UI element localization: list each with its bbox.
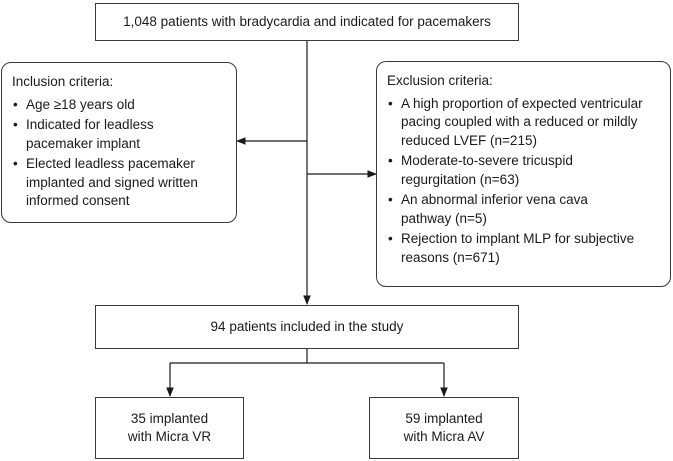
exclusion-criteria-list: A high proportion of expected ventricula…	[387, 95, 660, 268]
inclusion-criteria-title: Inclusion criteria:	[12, 74, 114, 89]
inclusion-item: Indicated for leadless pacemaker implant	[12, 116, 176, 153]
micra-av-count-text: 59 implanted	[405, 411, 483, 426]
exclusion-item: A high proportion of expected ventricula…	[387, 95, 660, 151]
exclusion-criteria-box: Exclusion criteria: A high proportion of…	[376, 61, 671, 287]
exclusion-item: Moderate-to-severe tricuspid regurgitati…	[387, 152, 601, 189]
exclusion-item: An abnormal inferior vena cava pathway (…	[387, 191, 631, 228]
micra-vr-count-text: 35 implanted	[130, 411, 209, 426]
micra-av-box: 59 implanted with Micra AV	[369, 397, 519, 459]
enrolled-patients-text: 1,048 patients with bradycardia and indi…	[123, 14, 491, 29]
exclusion-criteria-title: Exclusion criteria:	[387, 73, 493, 88]
included-patients-box: 94 patients included in the study	[95, 305, 519, 349]
enrolled-patients-box: 1,048 patients with bradycardia and indi…	[95, 3, 519, 41]
micra-vr-box: 35 implanted with Micra VR	[95, 397, 244, 459]
micra-vr-device-text: with Micra VR	[127, 429, 212, 444]
exclusion-item: Rejection to implant MLP for subjective …	[387, 230, 660, 267]
micra-av-device-text: with Micra AV	[403, 429, 485, 444]
inclusion-criteria-list: Age ≥18 years old Indicated for leadless…	[12, 96, 226, 211]
inclusion-item: Elected leadless pacemaker implanted and…	[12, 155, 226, 211]
inclusion-criteria-box: Inclusion criteria: Age ≥18 years old In…	[1, 62, 237, 223]
included-patients-text: 94 patients included in the study	[210, 319, 404, 334]
inclusion-item: Age ≥18 years old	[12, 96, 226, 115]
